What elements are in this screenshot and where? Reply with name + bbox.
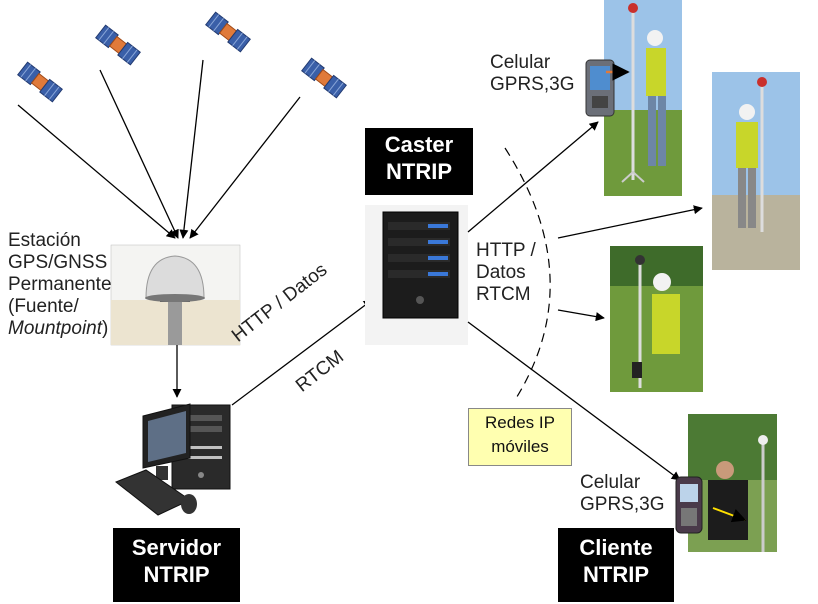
caster-title-line1: Caster (384, 132, 454, 157)
datos-right-line: Datos (476, 262, 526, 283)
surveyor-photo-3 (610, 246, 703, 392)
servidor-ntrip-title: Servidor NTRIP (113, 528, 240, 602)
station-label-line1: Estación (8, 230, 81, 251)
caster-to-client-arrows (467, 121, 703, 481)
cliente-title-line1: Cliente (579, 535, 653, 560)
celular-top-line1: Celular (490, 52, 551, 73)
celular-bottom-label: Celular GPRS,3G (580, 472, 664, 516)
mobile-network-dashed-arc (504, 147, 551, 401)
caster-ntrip-title: Caster NTRIP (365, 128, 473, 195)
surveyor-photo-1 (604, 0, 682, 196)
satellite-signal-arrows (17, 59, 301, 239)
servidor-title-line1: Servidor (131, 535, 222, 560)
station-label-line4: (Fuente/ (8, 296, 79, 317)
mobile-ip-network-note: Redes IP móviles (468, 408, 572, 466)
satellite-icon-3 (205, 11, 251, 53)
servidor-title-line2: NTRIP (143, 562, 210, 587)
station-label-close: ) (102, 318, 109, 339)
station-label: Estación GPS/GNSS Permanente (Fuente/ Mo… (8, 230, 112, 340)
mobile-ip-network-line1: Redes IP (485, 413, 555, 432)
station-label-line2: GPS/GNSS (8, 252, 108, 273)
celular-bottom-line2: GPRS,3G (580, 494, 665, 515)
server-to-caster-arrow (231, 299, 373, 406)
satellite-icon-1 (17, 61, 63, 103)
cliente-ntrip-title: Cliente NTRIP (558, 528, 674, 602)
cliente-title-line2: NTRIP (583, 562, 649, 587)
celular-top-label: Celular GPRS,3G (490, 52, 574, 96)
caster-title-line2: NTRIP (386, 159, 452, 184)
celular-top-line2: GPRS,3G (490, 74, 575, 95)
satellite-icon-2 (95, 24, 141, 66)
http-datos-right-label: HTTP / Datos RTCM (476, 240, 536, 306)
gnss-antenna-image (110, 244, 241, 346)
server-computer-icon (115, 403, 231, 516)
satellite-icon-4 (301, 57, 347, 99)
pda-phone-icon (585, 59, 630, 117)
mobile-ip-network-line2: móviles (491, 437, 549, 456)
surveyor-photo-2 (712, 72, 800, 270)
station-label-line3: Permanente (8, 274, 112, 295)
caster-server-icon (365, 205, 468, 345)
mobile-phone-icon (675, 476, 703, 534)
http-right-line: HTTP / (476, 240, 536, 261)
rtcm-right-line: RTCM (476, 284, 531, 305)
client-photo (688, 414, 777, 552)
celular-bottom-line1: Celular (580, 472, 641, 493)
station-label-mountpoint: Mountpoint (8, 318, 103, 339)
